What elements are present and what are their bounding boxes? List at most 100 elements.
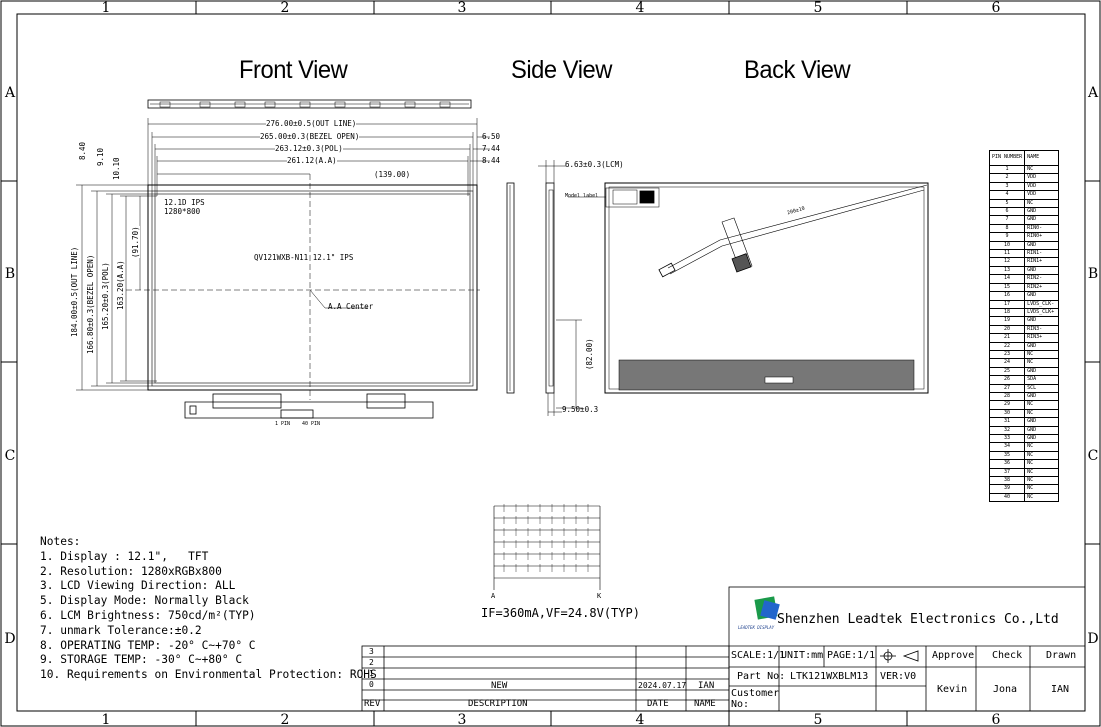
pin-number: 20 <box>988 324 1026 335</box>
row-label: B <box>1088 266 1098 282</box>
approve-name: Kevin <box>937 684 968 695</box>
col-label: 4 <box>636 0 645 16</box>
pin-name: NC <box>1024 450 1060 461</box>
pin-name: RIN0- <box>1024 223 1060 234</box>
dim-aa-width: 261.12(A.A) <box>287 156 337 165</box>
description-header: DESCRIPTION <box>468 699 528 709</box>
dim-aa-height: 163.20(A.A) <box>116 260 125 310</box>
pin-number: 12 <box>988 257 1026 267</box>
pin-name: RIN2+ <box>1024 282 1060 293</box>
col-label: 6 <box>992 0 1001 16</box>
pin-number: 11 <box>988 249 1026 259</box>
col-label: 1 <box>102 0 111 16</box>
rev-mark: 3 <box>369 647 374 656</box>
rev-date: 2024.07.17 <box>638 681 687 690</box>
name-header: NAME <box>694 699 716 709</box>
col-label: 2 <box>281 0 290 16</box>
pin-number: 9 <box>988 232 1026 242</box>
pin-name: GND <box>1024 240 1060 251</box>
dim-side-bottom: 9.50±0.3 <box>562 405 599 414</box>
pin-name: NC <box>1024 349 1060 360</box>
pin-name: NC <box>1024 476 1060 486</box>
logo-text: LEADTEK DISPLAY <box>738 625 775 630</box>
pin-number: 27 <box>988 383 1026 393</box>
pin-number: 6 <box>988 207 1026 217</box>
notes-title: Notes: <box>40 535 81 548</box>
pin1-label: 1 PIN <box>275 421 291 427</box>
part-no-value: LTK121WXBLM13 <box>790 671 869 682</box>
pin-number: 40 <box>988 492 1026 503</box>
pin-number: 29 <box>988 400 1026 410</box>
rev-header: REV <box>364 699 381 709</box>
col-label: 3 <box>458 0 467 16</box>
dim-half-height: (91.70) <box>131 226 140 258</box>
pin-number: 36 <box>988 459 1026 469</box>
pin-name: NC <box>1024 484 1060 494</box>
col-label: 6 <box>992 712 1001 727</box>
rev-description: NEW <box>491 681 508 691</box>
led-anode-label: A <box>491 592 496 600</box>
dim-top-2: 9.10 <box>96 147 105 166</box>
pin-number: 13 <box>988 265 1026 276</box>
pin-name: GND <box>1024 341 1060 351</box>
dim-top-3: 10.10 <box>112 157 121 180</box>
rev-mark: 1 <box>369 669 374 678</box>
pin-number: 25 <box>988 366 1026 377</box>
pin-number: 35 <box>988 450 1026 461</box>
note-item: 3. LCD Viewing Direction: ALL <box>40 579 236 593</box>
pin-number: 7 <box>988 215 1026 225</box>
row-label: D <box>4 631 15 647</box>
pin-name: RIN3- <box>1024 324 1060 335</box>
pin-number: 33 <box>988 433 1026 444</box>
pin-name: GND <box>1024 433 1060 444</box>
pin-table-header: PIN NUMBER NAME <box>988 150 1060 166</box>
pin-name: RIN0+ <box>1024 232 1060 242</box>
version-label: VER:V0 <box>880 671 917 682</box>
row-label: C <box>1088 448 1099 464</box>
pin-header-name: NAME <box>1024 150 1060 166</box>
note-item: 7. unmark Tolerance:±0.2 <box>40 623 202 637</box>
pin-header-number: PIN NUMBER <box>988 150 1026 166</box>
pin-number: 18 <box>988 307 1026 318</box>
pin-number: 39 <box>988 484 1026 494</box>
pin-number: 19 <box>988 316 1026 326</box>
col-label: 1 <box>102 712 111 727</box>
note-item: 10. Requirements on Environmental Protec… <box>40 668 377 682</box>
led-schematic: A K <box>491 504 602 600</box>
panel-model: QV121WXB-N11 12.1" IPS <box>254 253 354 262</box>
pin-number: 2 <box>988 173 1026 183</box>
pin-name: NC <box>1024 459 1060 469</box>
pin-name: GND <box>1024 207 1060 217</box>
rev-mark: 2 <box>369 658 374 667</box>
note-item: 8. OPERATING TEMP: -20° C~+70° C <box>40 638 256 652</box>
pin-name: NC <box>1024 400 1060 410</box>
dim-right-3: 8.44 <box>482 156 501 165</box>
pin-name: RIN1- <box>1024 249 1060 259</box>
pin-name: VDD <box>1024 181 1060 192</box>
pin-name: GND <box>1024 425 1060 436</box>
pin-number: 14 <box>988 274 1026 284</box>
rev-mark: 0 <box>369 680 374 689</box>
pin-name: NC <box>1024 358 1060 368</box>
pin-number: 5 <box>988 198 1026 209</box>
